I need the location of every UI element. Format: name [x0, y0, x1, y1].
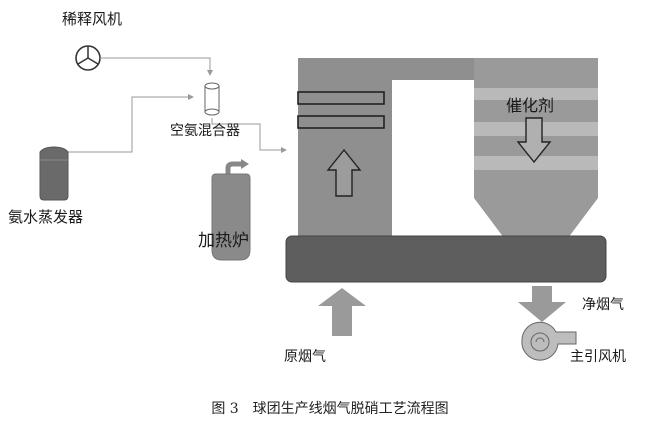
- dilution-fan-label: 稀释风机: [62, 10, 123, 28]
- ammonia-air-mixer-label: 空氨混合器: [170, 123, 240, 139]
- raw-gas-inlet-arrow: [318, 288, 366, 336]
- ammonia-evaporator-label: 氨水蒸发器: [8, 208, 84, 226]
- clean-gas-outlet-arrow: [518, 286, 566, 322]
- ammonia-air-mixer-symbol: [204, 82, 220, 116]
- clean-flue-gas-label: 净烟气: [582, 297, 624, 313]
- fan-to-mixer-pipe: [100, 57, 213, 76]
- reactor-left-duct: [298, 58, 392, 238]
- ammonia-injection-grid: [297, 91, 385, 129]
- ammonia-evaporator-symbol: [39, 146, 69, 201]
- figure-caption: 图 3 球团生产线烟气脱硝工艺流程图: [211, 401, 449, 417]
- catalyst-label: 催化剂: [506, 96, 555, 115]
- heating-furnace-symbol: [211, 159, 251, 261]
- upflow-arrow: [326, 148, 362, 197]
- heating-furnace-label: 加热炉: [198, 231, 249, 251]
- main-induced-fan-symbol: [521, 321, 577, 361]
- main-induced-fan-label: 主引风机: [570, 349, 626, 365]
- mixer-to-injection-pipe: [211, 118, 287, 153]
- dilution-fan-symbol: [75, 45, 101, 71]
- evaporator-to-mixer-pipe: [68, 94, 194, 153]
- downflow-arrow: [516, 117, 552, 164]
- bottom-flue-duct: [285, 235, 607, 283]
- reactor-catalyst-tower: [474, 58, 598, 238]
- raw-flue-gas-label: 原烟气: [284, 349, 326, 365]
